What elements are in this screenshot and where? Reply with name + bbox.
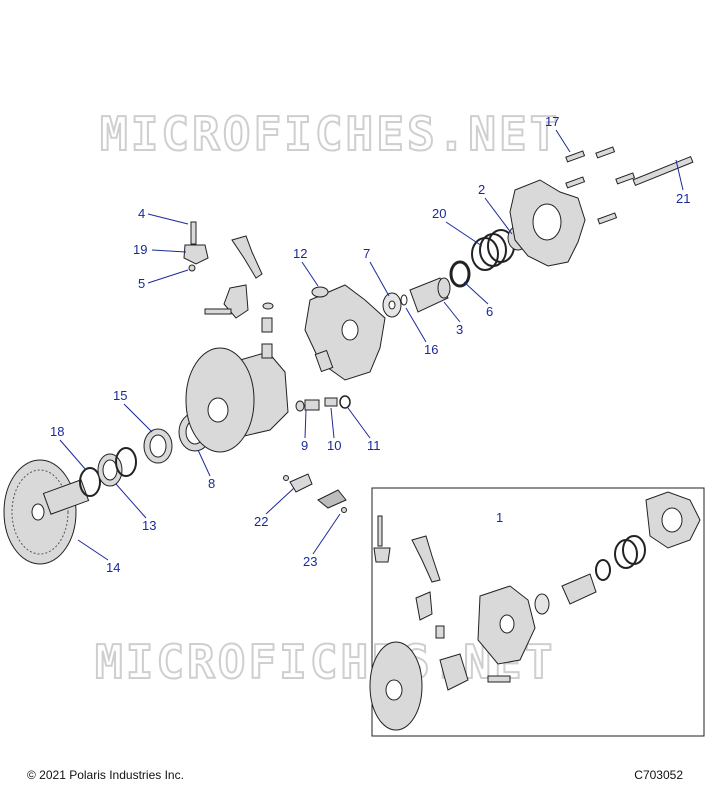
svg-text:4: 4	[138, 206, 145, 221]
callout-23: 23	[303, 513, 341, 569]
copyright-notice: © 2021 Polaris Industries Inc.	[27, 768, 184, 782]
callout-8: 8	[197, 449, 215, 491]
svg-text:6: 6	[486, 304, 493, 319]
inset-assembly	[369, 491, 701, 731]
movable-sheave	[185, 347, 289, 453]
svg-text:7: 7	[363, 246, 370, 261]
part-14-fixed-sheave	[3, 459, 90, 565]
svg-text:5: 5	[138, 276, 145, 291]
svg-text:2: 2	[478, 182, 485, 197]
svg-text:18: 18	[50, 424, 64, 439]
callout-4: 4	[138, 206, 189, 225]
svg-text:10: 10	[327, 438, 341, 453]
part-13b-ring	[115, 447, 137, 477]
callout-2: 2	[478, 182, 513, 235]
callout-21: 21	[675, 159, 690, 206]
callout-10: 10	[327, 407, 341, 453]
svg-text:9: 9	[301, 438, 308, 453]
callout-11: 11	[347, 407, 381, 453]
drawing-number: C703052	[634, 768, 683, 782]
watermark-top: MICROFICHES.NET	[100, 107, 560, 161]
spider-housing	[304, 284, 386, 381]
svg-text:15: 15	[113, 388, 127, 403]
svg-text:1: 1	[496, 510, 503, 525]
callout-20: 20	[432, 206, 483, 247]
part-15-bushing	[143, 428, 173, 464]
callout-12: 12	[293, 246, 319, 287]
callout-18: 18	[50, 424, 87, 471]
svg-text:20: 20	[432, 206, 446, 221]
svg-text:22: 22	[254, 514, 268, 529]
callout-15: 15	[113, 388, 153, 433]
callout-19: 19	[133, 242, 187, 257]
svg-text:19: 19	[133, 242, 147, 257]
assembly-inset-box	[371, 487, 705, 737]
callout-3: 3	[443, 301, 463, 337]
callout-22: 22	[254, 487, 295, 529]
callout-13: 13	[115, 483, 156, 533]
svg-text:8: 8	[208, 476, 215, 491]
part-18-ring	[79, 467, 101, 497]
svg-text:11: 11	[367, 438, 381, 453]
watermark-bottom: MICROFICHES.NET	[95, 635, 555, 689]
callout-16: 16	[405, 307, 438, 357]
callout-9: 9	[301, 409, 308, 453]
callout-1: 1	[496, 510, 503, 525]
shaft-spacers	[382, 225, 529, 318]
svg-text:13: 13	[142, 518, 156, 533]
rollers-and-pins	[261, 302, 351, 412]
callout-17: 17	[545, 114, 571, 153]
part-22-23	[283, 473, 347, 513]
callout-14: 14	[77, 539, 120, 575]
svg-text:16: 16	[424, 342, 438, 357]
svg-text:23: 23	[303, 554, 317, 569]
svg-text:21: 21	[676, 191, 690, 206]
svg-text:17: 17	[545, 114, 559, 129]
svg-text:14: 14	[106, 560, 120, 575]
callout-5: 5	[138, 269, 189, 291]
callout-7: 7	[363, 246, 390, 297]
callout-6: 6	[463, 281, 493, 319]
flyweight-assembly	[183, 221, 263, 319]
svg-text:3: 3	[456, 322, 463, 337]
svg-text:12: 12	[293, 246, 307, 261]
bolts	[565, 146, 694, 225]
part-2-cover	[509, 179, 586, 267]
